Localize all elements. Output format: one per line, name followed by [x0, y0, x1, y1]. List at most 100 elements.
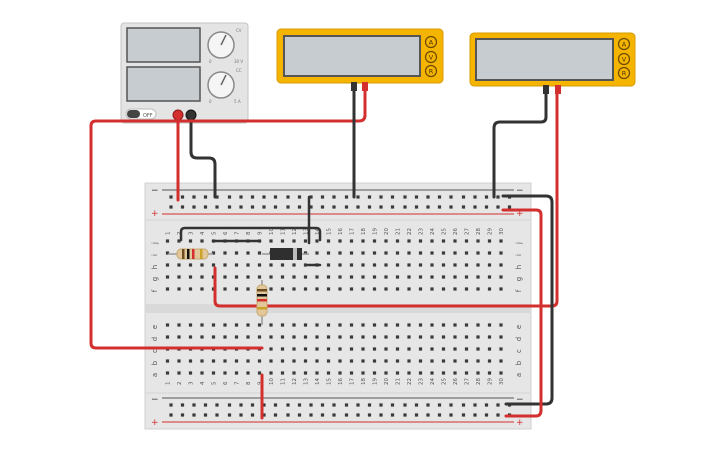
top-plus-rail-hole[interactable]: [507, 205, 512, 209]
bottom-plus-rail-hole[interactable]: [262, 413, 266, 417]
bottom-plus-rail-hole[interactable]: [227, 413, 232, 417]
terminal-hole[interactable]: [499, 263, 503, 267]
top-minus-rail-hole[interactable]: [332, 195, 336, 199]
terminal-hole[interactable]: [315, 287, 319, 291]
terminal-hole[interactable]: [257, 335, 262, 339]
terminal-hole[interactable]: [441, 251, 446, 255]
terminal-hole[interactable]: [234, 287, 239, 291]
bottom-plus-rail-hole[interactable]: [496, 413, 500, 417]
terminal-hole[interactable]: [499, 359, 503, 363]
top-plus-rail-hole[interactable]: [262, 205, 266, 209]
bottom-plus-rail-hole[interactable]: [461, 413, 466, 417]
terminal-hole[interactable]: [177, 239, 181, 243]
multimeter-1-red-lead[interactable]: [176, 87, 367, 123]
bottom-minus-rail-hole[interactable]: [262, 403, 266, 407]
terminal-hole[interactable]: [384, 287, 388, 291]
terminal-hole[interactable]: [395, 347, 400, 351]
bottom-minus-rail-hole[interactable]: [496, 403, 500, 407]
top-plus-rail-hole[interactable]: [239, 205, 243, 209]
top-plus-rail-hole[interactable]: [426, 205, 430, 209]
terminal-hole[interactable]: [361, 371, 365, 375]
terminal-hole[interactable]: [303, 275, 308, 279]
terminal-hole[interactable]: [487, 323, 492, 327]
multimeter-2-black-lead[interactable]: [492, 90, 548, 199]
bottom-plus-rail-hole[interactable]: [473, 413, 477, 417]
bottom-plus-rail-hole[interactable]: [297, 413, 302, 417]
terminal-hole[interactable]: [453, 335, 457, 339]
terminal-hole[interactable]: [430, 335, 434, 339]
terminal-hole[interactable]: [476, 263, 480, 267]
bottom-plus-rail-hole[interactable]: [390, 413, 395, 417]
multimeter-2-mode-a-circle[interactable]: [617, 37, 631, 51]
bottom-plus-rail-hole[interactable]: [273, 413, 278, 417]
multimeter-1-mode-a[interactable]: A: [424, 35, 438, 49]
terminal-hole[interactable]: [315, 323, 319, 327]
terminal-hole[interactable]: [464, 347, 469, 351]
terminal-hole[interactable]: [338, 287, 342, 291]
top-plus-rail-hole[interactable]: [309, 205, 313, 209]
terminal-hole[interactable]: [476, 335, 480, 339]
multimeter-1-mode-v[interactable]: V: [424, 50, 438, 64]
terminal-hole[interactable]: [407, 287, 411, 291]
terminal-hole[interactable]: [476, 347, 480, 351]
terminal-hole[interactable]: [188, 359, 193, 363]
terminal-hole[interactable]: [453, 275, 457, 279]
terminal-hole[interactable]: [361, 335, 365, 339]
terminal-hole[interactable]: [372, 287, 377, 291]
terminal-hole[interactable]: [349, 371, 354, 375]
terminal-hole[interactable]: [269, 287, 273, 291]
terminal-hole[interactable]: [453, 239, 457, 243]
terminal-hole[interactable]: [165, 335, 170, 339]
terminal-hole[interactable]: [326, 359, 331, 363]
terminal-hole[interactable]: [303, 371, 308, 375]
multimeter-2-mode-a[interactable]: A: [617, 37, 631, 51]
terminal-hole[interactable]: [200, 287, 204, 291]
terminal-hole[interactable]: [430, 371, 434, 375]
top-plus-rail-hole[interactable]: [203, 205, 208, 209]
terminal-hole[interactable]: [441, 275, 446, 279]
terminal-hole[interactable]: [188, 287, 193, 291]
terminal-hole[interactable]: [418, 263, 423, 267]
terminal-hole[interactable]: [257, 359, 262, 363]
bottom-minus-rail-hole[interactable]: [239, 403, 243, 407]
terminal-hole[interactable]: [476, 239, 480, 243]
terminal-hole[interactable]: [315, 335, 319, 339]
top-minus-rail-hole[interactable]: [169, 195, 173, 199]
multimeter-2[interactable]: A V R: [469, 32, 636, 94]
terminal-hole[interactable]: [223, 287, 227, 291]
terminal-hole[interactable]: [246, 275, 250, 279]
terminal-hole[interactable]: [441, 263, 446, 267]
terminal-hole[interactable]: [441, 287, 446, 291]
terminal-hole[interactable]: [280, 371, 285, 375]
terminal-hole[interactable]: [292, 239, 296, 243]
terminal-hole[interactable]: [326, 263, 331, 267]
terminal-hole[interactable]: [349, 263, 354, 267]
terminal-hole[interactable]: [395, 275, 400, 279]
multimeter-2-mode-r[interactable]: R: [617, 66, 631, 80]
top-minus-rail-hole[interactable]: [227, 195, 232, 199]
top-plus-rail-hole[interactable]: [180, 205, 185, 209]
terminal-hole[interactable]: [338, 371, 342, 375]
power-supply[interactable]: 0 30 V 0 5 A CV CC OFF: [120, 22, 249, 124]
terminal-hole[interactable]: [499, 371, 503, 375]
terminal-hole[interactable]: [200, 323, 204, 327]
top-minus-rail-hole[interactable]: [250, 195, 255, 199]
terminal-hole[interactable]: [269, 239, 273, 243]
terminal-hole[interactable]: [407, 359, 411, 363]
bottom-minus-rail-hole[interactable]: [250, 403, 255, 407]
terminal-hole[interactable]: [487, 263, 492, 267]
terminal-hole[interactable]: [200, 239, 204, 243]
terminal-hole[interactable]: [418, 239, 423, 243]
terminal-hole[interactable]: [165, 287, 170, 291]
terminal-hole[interactable]: [234, 263, 239, 267]
terminal-hole[interactable]: [234, 359, 239, 363]
bottom-minus-rail-hole[interactable]: [461, 403, 466, 407]
bottom-minus-rail-hole[interactable]: [309, 403, 313, 407]
terminal-hole[interactable]: [464, 263, 469, 267]
terminal-hole[interactable]: [487, 251, 492, 255]
terminal-hole[interactable]: [464, 371, 469, 375]
terminal-hole[interactable]: [487, 371, 492, 375]
bottom-plus-rail-hole[interactable]: [180, 413, 185, 417]
terminal-hole[interactable]: [384, 323, 388, 327]
multimeter-1[interactable]: A V R: [276, 28, 444, 91]
